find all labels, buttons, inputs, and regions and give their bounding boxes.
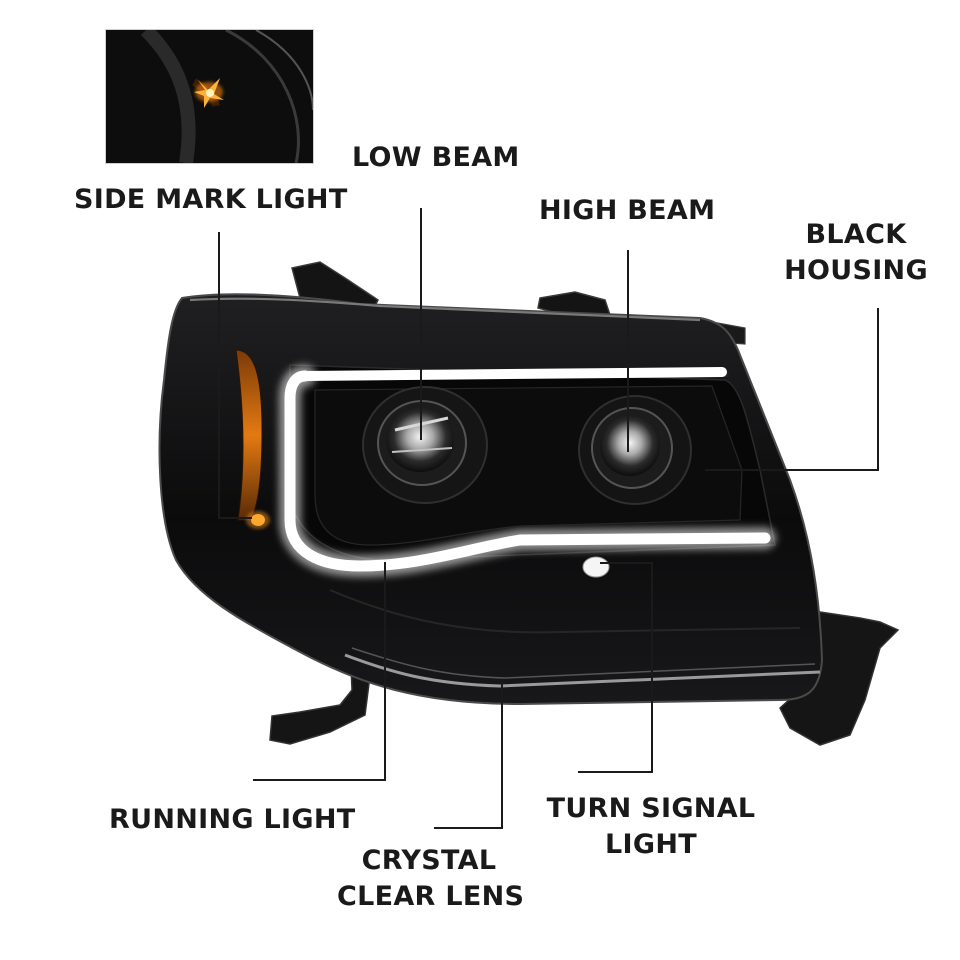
side-marker-amber-strip	[235, 349, 263, 521]
leader-side-mark-light	[218, 232, 252, 519]
mount-bracket-bottom-left	[269, 635, 373, 745]
label-black-housing: BLACK HOUSING	[784, 217, 928, 289]
leader-running-light	[253, 562, 386, 781]
label-turn-signal-light: TURN SIGNAL LIGHT	[542, 791, 760, 863]
housing-top-lip	[189, 297, 701, 322]
label-crystal-clear-lens-line1: CRYSTAL	[361, 845, 497, 876]
label-crystal-clear-lens-line2: CLEAR LENS	[337, 881, 525, 912]
crystal-lens-trim-inner	[351, 647, 816, 679]
turn-signal-bulb	[582, 556, 610, 578]
label-high-beam: HIGH BEAM	[539, 195, 716, 226]
label-low-beam: LOW BEAM	[352, 142, 520, 173]
low-beam-projector	[362, 386, 488, 504]
lower-housing	[329, 589, 801, 634]
label-side-mark-light: SIDE MARK LIGHT	[74, 184, 348, 215]
leader-crystal-clear-lens	[434, 682, 503, 829]
mount-bracket-bottom-right	[779, 611, 900, 746]
label-turn-signal-light-line1: TURN SIGNAL	[546, 793, 756, 824]
side-mark-light-inset	[105, 29, 314, 164]
running-light-bar	[284, 370, 771, 572]
crystal-lens-trim	[344, 653, 821, 688]
running-light-top-bar	[300, 367, 727, 381]
label-black-housing-line1: BLACK	[805, 219, 907, 250]
high-beam-projector	[578, 395, 692, 505]
leader-turn-signal-light	[578, 562, 653, 773]
label-running-light: RUNNING LIGHT	[109, 804, 356, 835]
label-turn-signal-light-line2: LIGHT	[605, 829, 697, 860]
leader-black-housing	[705, 308, 879, 471]
label-black-housing-line2: HOUSING	[784, 255, 928, 286]
label-crystal-clear-lens: CRYSTAL CLEAR LENS	[337, 843, 525, 915]
